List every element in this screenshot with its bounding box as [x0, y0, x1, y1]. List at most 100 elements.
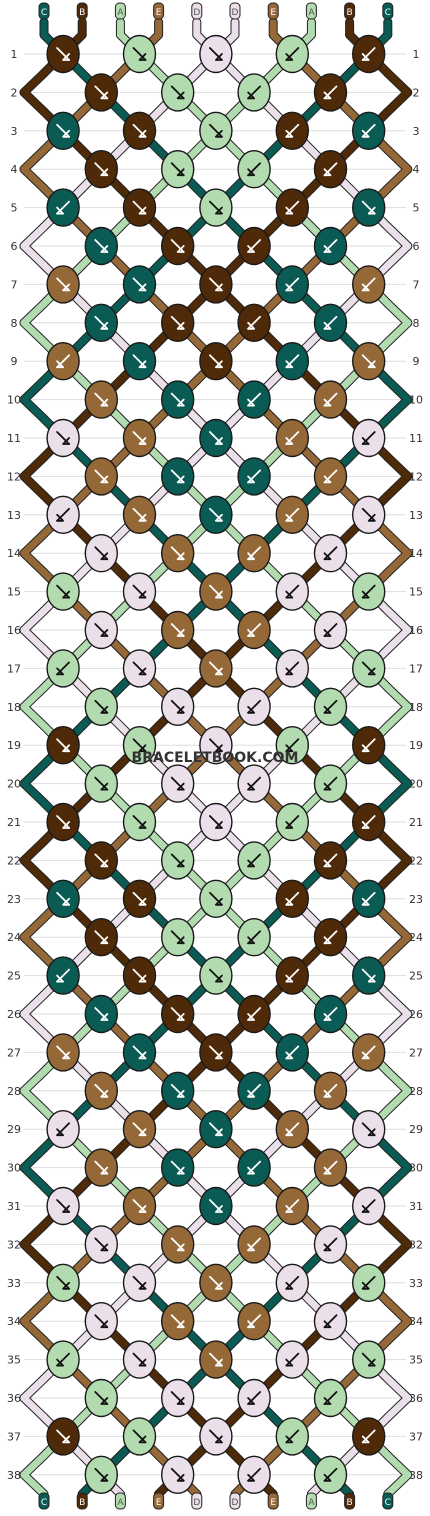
knot-arrow-shaft	[361, 1199, 376, 1213]
knot-arrow-shaft	[94, 392, 109, 407]
row-number-right: 22	[409, 854, 423, 867]
knot	[160, 380, 195, 419]
knot	[46, 1186, 80, 1226]
knot	[122, 34, 157, 74]
knot	[46, 1109, 80, 1149]
row-number-right: 2	[413, 86, 420, 99]
knot-arrow-head	[138, 53, 147, 61]
knot-arrow-shaft	[94, 162, 109, 177]
knot-arrow-head	[214, 974, 223, 983]
knot-arrow-head	[138, 744, 147, 753]
knot-arrow-head	[214, 513, 223, 522]
knot-arrow-shaft	[56, 1429, 70, 1444]
knot-arrow-head	[176, 1397, 185, 1405]
knot	[160, 1455, 195, 1495]
knot-arrow-head	[285, 1435, 294, 1444]
string-label-top: E	[270, 8, 276, 18]
knot-arrow-head	[285, 1281, 294, 1290]
knot	[237, 918, 271, 957]
knot	[199, 34, 233, 74]
string-label-top-tab	[382, 2, 394, 20]
knot-arrow-shaft	[285, 968, 300, 983]
knot	[46, 649, 80, 688]
knot-arrow-head	[367, 1128, 376, 1137]
knot-arrow-head	[100, 1243, 109, 1252]
strand-segment	[20, 626, 48, 653]
row-number-right: 14	[409, 547, 423, 560]
knot	[275, 34, 309, 74]
knot-arrow-shaft	[208, 1045, 223, 1060]
knot-arrow-head	[285, 206, 294, 215]
strand-segment	[384, 780, 412, 807]
knot	[122, 649, 157, 688]
knot-arrow-shaft	[208, 584, 223, 599]
row-number-left: 34	[7, 1315, 21, 1328]
knot-arrow-head	[367, 513, 376, 522]
knot-arrow-head	[138, 206, 147, 215]
knot-arrow-shaft	[285, 1352, 300, 1367]
string-label-bottom: B	[79, 1498, 85, 1508]
knot-arrow-shaft	[285, 354, 300, 369]
knot-arrow-shaft	[94, 699, 109, 714]
knot	[46, 802, 80, 842]
knot	[313, 610, 348, 650]
knot	[122, 1263, 157, 1303]
knot-arrow-shaft	[208, 200, 223, 215]
knot-arrow-shaft	[170, 1314, 185, 1329]
knot-arrow-shaft	[170, 699, 185, 714]
knot-arrow-shaft	[361, 431, 376, 445]
knot	[122, 879, 157, 918]
row-number-left: 2	[11, 86, 18, 99]
row-number-right: 16	[409, 624, 423, 637]
knot-arrow-head	[285, 590, 294, 599]
knot-arrow-head	[56, 360, 64, 369]
row-number-left: 31	[7, 1200, 21, 1213]
strand-segment	[20, 453, 48, 480]
knot-arrow-head	[56, 513, 64, 522]
knot-arrow-shaft	[94, 85, 109, 100]
knot-arrow-head	[285, 897, 294, 906]
knot-arrow-shaft	[285, 1045, 300, 1060]
knot-arrow-head	[100, 245, 109, 253]
knot-arrow-shaft	[285, 661, 300, 676]
row-number-right: 28	[409, 1085, 423, 1098]
knot-arrow-head	[285, 283, 294, 292]
strand-segment	[384, 626, 412, 653]
string-label-top: D	[232, 8, 239, 18]
knot-arrow-shaft	[285, 738, 300, 753]
knot	[313, 841, 348, 880]
knot-arrow-shaft	[323, 469, 338, 484]
strand-segment	[384, 453, 412, 480]
strand-segment	[20, 856, 48, 884]
knot-arrow-head	[323, 1397, 332, 1405]
knot-arrow-shaft	[361, 1429, 376, 1444]
knot	[46, 726, 80, 765]
knot-arrow-head	[247, 91, 256, 100]
knot	[352, 879, 386, 918]
knot-arrow-head	[176, 552, 185, 561]
knot-arrow-head	[247, 398, 256, 407]
knot	[313, 149, 348, 189]
string-label-bottom: A	[117, 1498, 124, 1508]
knot-arrow-head	[62, 53, 70, 61]
knot	[84, 380, 119, 419]
knot-arrow-head	[367, 974, 376, 983]
knot-arrow-shaft	[323, 1237, 338, 1252]
knot	[199, 572, 233, 611]
knot-arrow-head	[285, 513, 294, 522]
knot-arrow-head	[323, 1473, 332, 1482]
knot	[84, 610, 119, 650]
knot-arrow-shaft	[170, 623, 185, 637]
strand-segment	[20, 1471, 48, 1498]
strand-segment	[384, 165, 412, 192]
knot	[160, 457, 195, 496]
string-label-bottom: C	[41, 1498, 47, 1508]
knot-arrow-shaft	[247, 853, 262, 868]
knot	[122, 956, 157, 995]
knot	[46, 34, 80, 74]
knot-arrow-shaft	[247, 162, 262, 177]
knot	[122, 342, 157, 381]
knot-arrow-head	[214, 667, 223, 676]
knot	[199, 1263, 233, 1303]
knot-arrow-shaft	[170, 546, 185, 561]
